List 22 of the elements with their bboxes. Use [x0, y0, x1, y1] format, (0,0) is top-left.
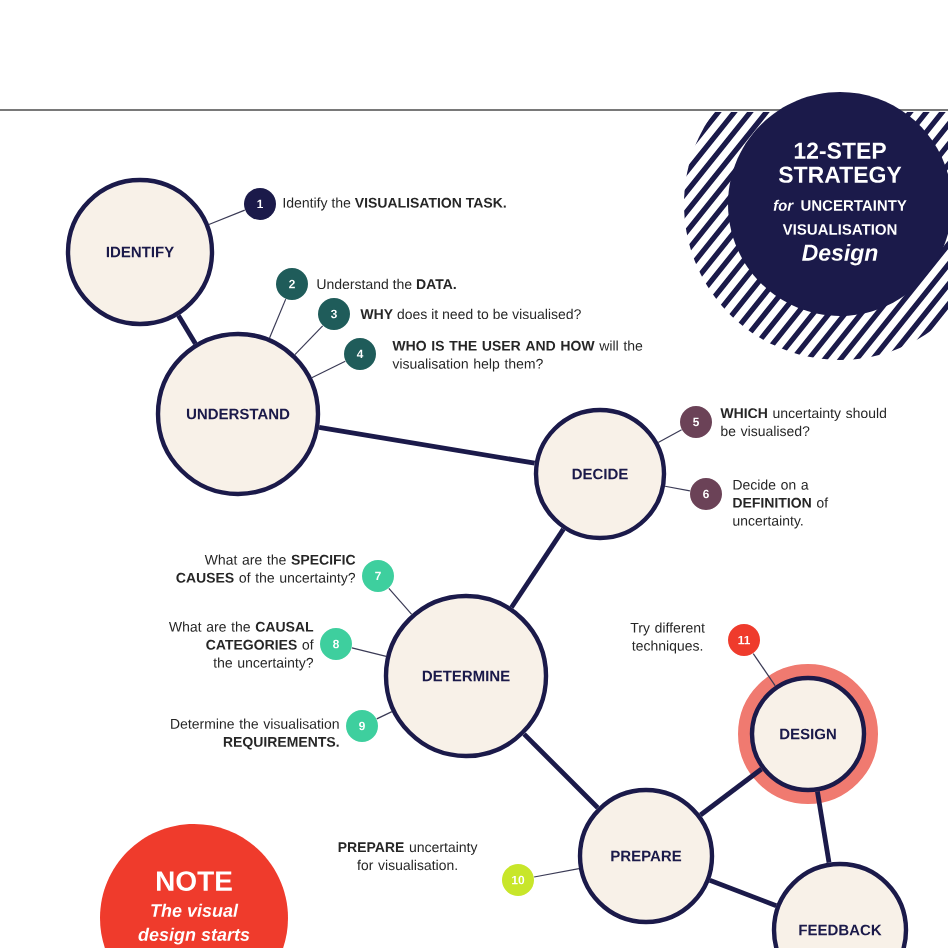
- leader-line: [268, 298, 287, 339]
- connector-line: [509, 527, 566, 609]
- leader-line: [388, 587, 413, 615]
- note-text: The visual design starts: [138, 903, 250, 945]
- connector-line: [815, 791, 832, 864]
- leader-line: [664, 485, 691, 492]
- title-word: Design: [802, 244, 878, 266]
- connector-line: [176, 314, 198, 345]
- connector-line: [318, 425, 536, 466]
- leader-line: [311, 360, 346, 379]
- leader-line: [657, 429, 683, 444]
- note-heading: NOTE: [157, 871, 232, 891]
- title-heading: 12-STEP STRATEGY: [778, 142, 902, 183]
- connector-line: [522, 732, 600, 810]
- leader-line: [294, 325, 324, 356]
- leader-line: [376, 711, 393, 720]
- leader-line: [208, 209, 246, 226]
- connector-line: [708, 878, 778, 908]
- leader-line: [351, 647, 387, 657]
- connector-line: [699, 767, 763, 817]
- leader-line: [752, 652, 776, 687]
- leader-line: [533, 867, 580, 878]
